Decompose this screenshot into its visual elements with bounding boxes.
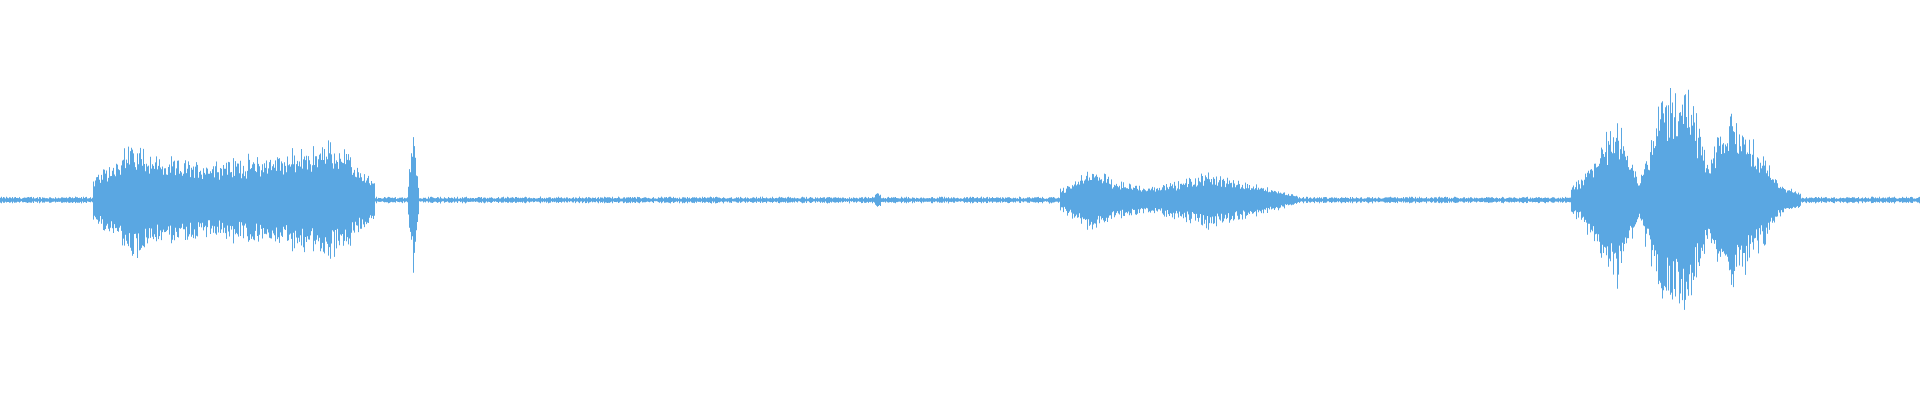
waveform-bars xyxy=(0,88,1920,310)
waveform-trace xyxy=(0,88,1920,310)
